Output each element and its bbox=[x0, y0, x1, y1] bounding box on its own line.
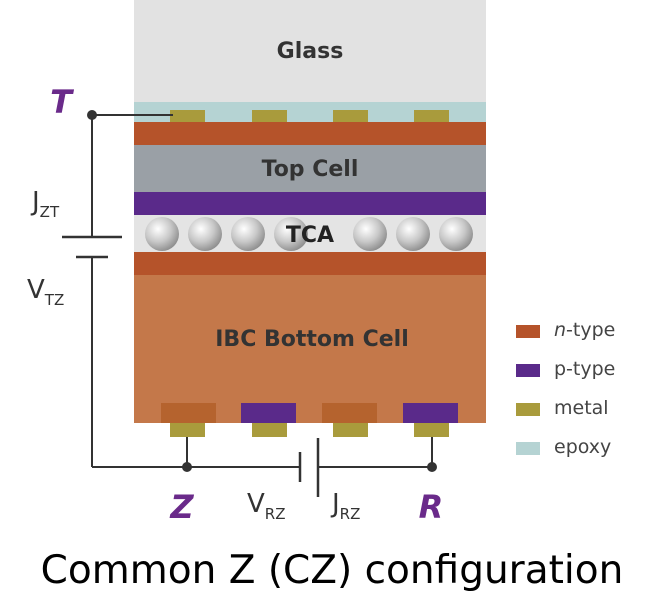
n-type-layer-bottom bbox=[134, 252, 486, 275]
tca-sphere bbox=[274, 217, 308, 251]
top-metal-contact bbox=[333, 110, 368, 124]
j-rz-label: JRZ bbox=[330, 489, 360, 523]
v-rz-subscript: RZ bbox=[265, 505, 286, 523]
tca-sphere bbox=[145, 217, 179, 251]
bottom-metal-contact bbox=[333, 423, 368, 437]
j-zt-label: JZT bbox=[30, 187, 60, 221]
legend-label: metal bbox=[554, 397, 609, 419]
legend-label: epoxy bbox=[554, 436, 612, 458]
top-cell-layer bbox=[134, 145, 486, 192]
p-type-back-contact bbox=[403, 403, 458, 423]
v-tz-label: VTZ bbox=[27, 275, 64, 309]
n-type-layer-top bbox=[134, 122, 486, 145]
glass-layer bbox=[134, 0, 486, 102]
v-rz-label: VRZ bbox=[247, 489, 286, 523]
caption: Common Z (CZ) configuration bbox=[40, 548, 624, 593]
terminal-t-label: T bbox=[50, 83, 74, 121]
top-metal-contact bbox=[414, 110, 449, 124]
bottom-cell-label: IBC Bottom Cell bbox=[215, 327, 409, 352]
bottom-metal-contact bbox=[170, 423, 205, 437]
node-dot-z bbox=[182, 462, 192, 472]
tca-label: TCA bbox=[286, 223, 334, 248]
terminal-r-label: R bbox=[419, 488, 444, 526]
n-type-back-contact bbox=[161, 403, 216, 423]
bottom-metal-contact bbox=[414, 423, 449, 437]
glass-label: Glass bbox=[277, 39, 344, 64]
j-rz-subscript: RZ bbox=[340, 505, 361, 523]
legend-swatch bbox=[516, 364, 540, 377]
epoxy-layer-top bbox=[134, 102, 486, 122]
p-type-layer bbox=[134, 192, 486, 215]
node-dot-r bbox=[427, 462, 437, 472]
legend-swatch bbox=[516, 325, 540, 338]
top-metal-contact bbox=[170, 110, 205, 124]
legend-label: n-type bbox=[554, 319, 616, 341]
bottom-metal-contact bbox=[252, 423, 287, 437]
v-tz-subscript: TZ bbox=[44, 291, 64, 309]
tca-sphere bbox=[396, 217, 430, 251]
tca-sphere bbox=[188, 217, 222, 251]
top-cell-label: Top Cell bbox=[262, 157, 359, 182]
legend-label: p-type bbox=[554, 358, 616, 380]
legend-swatch bbox=[516, 442, 540, 455]
tca-sphere bbox=[353, 217, 387, 251]
p-type-back-contact bbox=[241, 403, 296, 423]
j-zt-subscript: ZT bbox=[40, 203, 60, 221]
tca-sphere bbox=[439, 217, 473, 251]
tca-sphere bbox=[231, 217, 265, 251]
top-metal-contact bbox=[252, 110, 287, 124]
node-dot-t bbox=[87, 110, 97, 120]
n-type-back-contact bbox=[322, 403, 377, 423]
tca-spheres bbox=[145, 217, 473, 251]
terminal-z-label: Z bbox=[169, 488, 194, 526]
legend-swatch bbox=[516, 403, 540, 416]
bottom-cell-layer bbox=[134, 275, 486, 423]
